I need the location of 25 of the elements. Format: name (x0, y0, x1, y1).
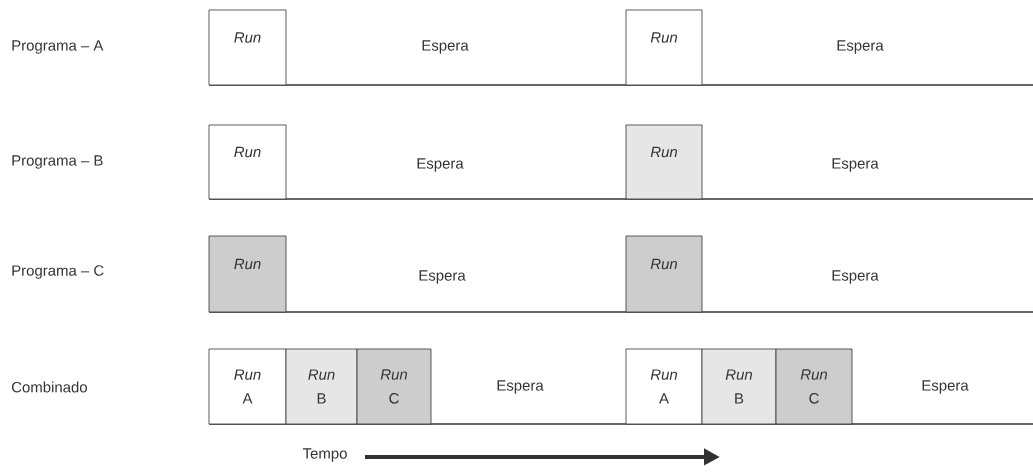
row-label: Programa – C (12, 265, 104, 279)
axis-label: Tempo (302, 448, 347, 462)
run-box: Run A (208, 348, 287, 425)
state-label: Espera (417, 158, 464, 172)
run-box: Run (625, 235, 703, 313)
row-label: Programa – A (12, 40, 104, 54)
run-box: Run (625, 9, 703, 86)
state-label: Espera (832, 270, 879, 284)
state-label: Espera (837, 40, 884, 54)
run-box: Run (208, 235, 287, 313)
state-label: Espera (497, 380, 544, 394)
state-label: Espera (419, 270, 466, 284)
run-box: Run (625, 124, 703, 200)
run-box: Run (208, 124, 287, 200)
row-label: Programa – B (12, 155, 103, 169)
row-label: Combinado (11, 381, 87, 393)
run-box: Run (208, 9, 287, 86)
run-box: Run B (285, 348, 358, 425)
run-box: Run B (701, 348, 777, 425)
run-box: Run A (625, 348, 703, 425)
state-label: Espera (422, 40, 469, 54)
state-label: Espera (832, 158, 879, 172)
state-label: Espera (922, 380, 969, 394)
run-box: Run C (775, 348, 853, 425)
run-box: Run C (356, 348, 432, 425)
